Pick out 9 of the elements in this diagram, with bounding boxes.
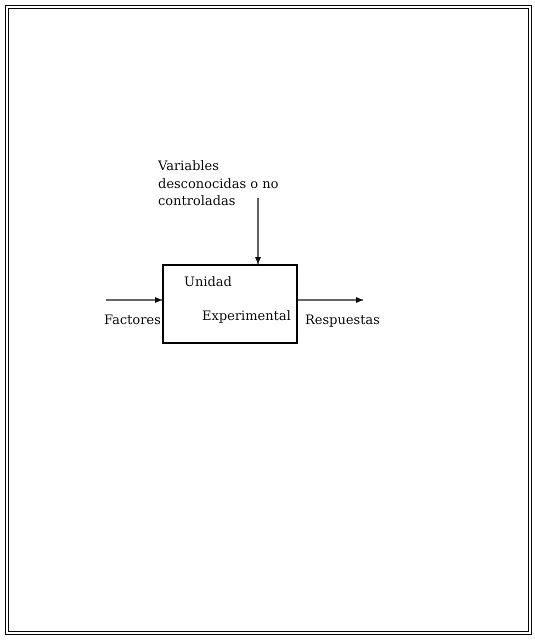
arrow — [106, 297, 162, 303]
process-box — [162, 264, 298, 344]
node-text: Unidad — [184, 274, 232, 292]
node-text: Variables desconocidas o no controladas — [158, 158, 280, 211]
arrow — [298, 297, 363, 303]
node-text: Experimental — [202, 308, 291, 326]
node-text: Respuestas — [305, 312, 381, 330]
arrow — [255, 198, 261, 264]
node-text: Factores — [104, 312, 162, 330]
